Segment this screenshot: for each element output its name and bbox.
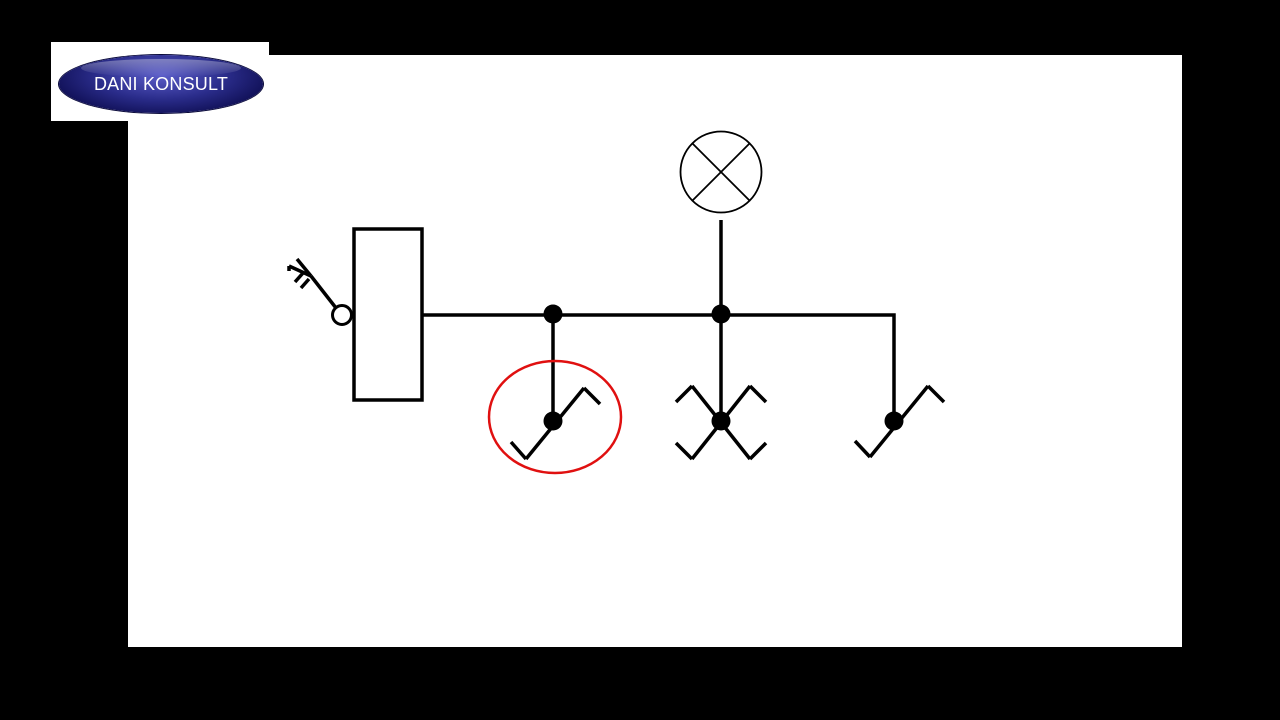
key-icon — [287, 257, 353, 326]
logo-text: DANI KONSULT — [93, 73, 229, 94]
junction-node — [711, 411, 731, 431]
logo-box: DANI KONSULT — [51, 42, 269, 121]
diagram-canvas — [128, 55, 1182, 647]
junction-node — [884, 411, 904, 431]
junction-node — [543, 411, 563, 431]
junction-node — [711, 304, 731, 324]
logo-oval: DANI KONSULT — [59, 55, 263, 113]
ignition-switch — [352, 227, 424, 402]
highlight-circle — [487, 359, 623, 475]
lamp — [679, 130, 763, 214]
main-bus-wire — [422, 313, 896, 420]
junction-node — [543, 304, 563, 324]
